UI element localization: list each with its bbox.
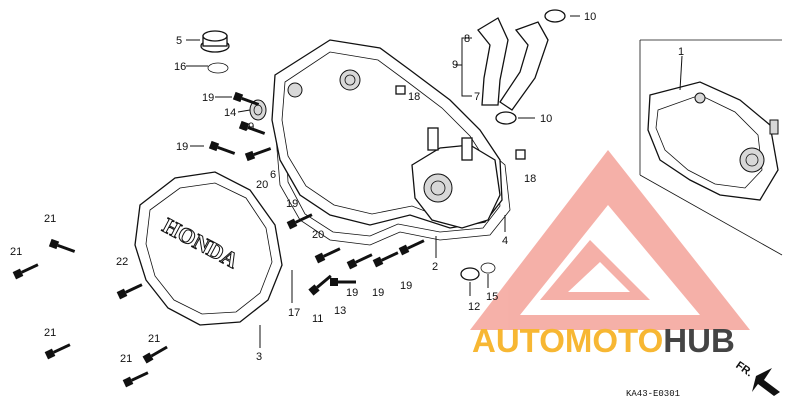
part-label-19: 19 bbox=[346, 287, 358, 299]
clutch-cover: HONDA bbox=[134, 171, 283, 326]
front-direction-arrow-icon bbox=[752, 368, 780, 396]
part-label-13: 13 bbox=[334, 305, 346, 317]
part-label-9: 9 bbox=[452, 59, 458, 71]
drain-plug-icon bbox=[460, 262, 496, 281]
oil-filler-cap-icon bbox=[200, 30, 230, 74]
part-label-11: 11 bbox=[312, 313, 323, 325]
part-label-17: 17 bbox=[288, 307, 300, 319]
part-label-16: 16 bbox=[174, 61, 186, 73]
watermark-logo-icon bbox=[470, 150, 750, 330]
bolt-icon bbox=[372, 250, 399, 268]
bolt-icon bbox=[44, 342, 71, 360]
part-label-21: 21 bbox=[120, 353, 132, 365]
bolt-icon bbox=[142, 345, 168, 364]
part-label-19: 19 bbox=[372, 287, 384, 299]
part-label-8: 8 bbox=[464, 33, 470, 45]
bolt-icon bbox=[286, 212, 313, 230]
watermark-text-automoto: AUTOMOTO bbox=[472, 322, 663, 359]
crankcase-cover-assembly-inset bbox=[639, 39, 783, 256]
part-label-10: 10 bbox=[540, 113, 552, 125]
water-pump-housing bbox=[411, 127, 501, 229]
bolt-icon bbox=[244, 146, 272, 162]
part-label-12: 12 bbox=[468, 301, 480, 313]
part-label-18: 18 bbox=[524, 173, 536, 185]
part-label-19: 19 bbox=[286, 198, 298, 210]
bolt-icon bbox=[398, 238, 425, 256]
bolt-icon bbox=[314, 246, 341, 264]
bolt-icon bbox=[48, 238, 76, 253]
part-label-19: 19 bbox=[400, 280, 412, 292]
leader-lines bbox=[186, 15, 683, 348]
bolt-icon bbox=[232, 91, 260, 106]
hose-clamp-icon bbox=[495, 9, 566, 125]
part-label-10: 10 bbox=[584, 11, 596, 23]
part-label-21: 21 bbox=[44, 327, 56, 339]
catalog-code: KA43-E0301 bbox=[626, 389, 680, 399]
part-label-21: 21 bbox=[148, 333, 160, 345]
part-label-20: 20 bbox=[312, 229, 324, 241]
front-direction-label: FR. bbox=[733, 359, 754, 379]
part-label-7: 7 bbox=[474, 91, 480, 103]
bolt-icon bbox=[116, 282, 143, 300]
part-label-3: 3 bbox=[256, 351, 262, 363]
part-label-6: 6 bbox=[270, 169, 276, 181]
bolt-icon bbox=[346, 252, 373, 270]
dowel-pin-icon bbox=[395, 85, 526, 160]
part-label-20: 20 bbox=[256, 179, 268, 191]
part-label-19: 19 bbox=[202, 92, 214, 104]
bolt-icon bbox=[12, 262, 39, 280]
part-label-22: 22 bbox=[116, 256, 128, 268]
water-hoses bbox=[477, 17, 549, 111]
watermark-brand-text: AUTOMOTOHUB bbox=[472, 322, 735, 359]
part-label-4: 4 bbox=[502, 235, 508, 247]
bolt-icon bbox=[238, 120, 266, 135]
bolt-icon bbox=[122, 370, 149, 388]
part-label-21: 21 bbox=[10, 246, 22, 258]
bolt-icon bbox=[308, 274, 332, 296]
part-label-5: 5 bbox=[176, 35, 182, 47]
part-label-14: 14 bbox=[224, 107, 236, 119]
part-label-19: 19 bbox=[242, 121, 254, 133]
part-label-1: 1 bbox=[678, 46, 684, 58]
part-label-21: 21 bbox=[44, 213, 56, 225]
part-label-2: 2 bbox=[432, 261, 438, 273]
part-label-15: 15 bbox=[486, 291, 498, 303]
watermark-text-hub: HUB bbox=[663, 322, 735, 359]
bolt-icon bbox=[208, 140, 236, 155]
part-label-18: 18 bbox=[408, 91, 420, 103]
bolt-icon bbox=[330, 278, 356, 286]
part-label-19: 19 bbox=[176, 141, 188, 153]
part-labels: 1234567891010111213141516171818191919191… bbox=[10, 11, 684, 365]
bolts-group bbox=[12, 91, 425, 388]
